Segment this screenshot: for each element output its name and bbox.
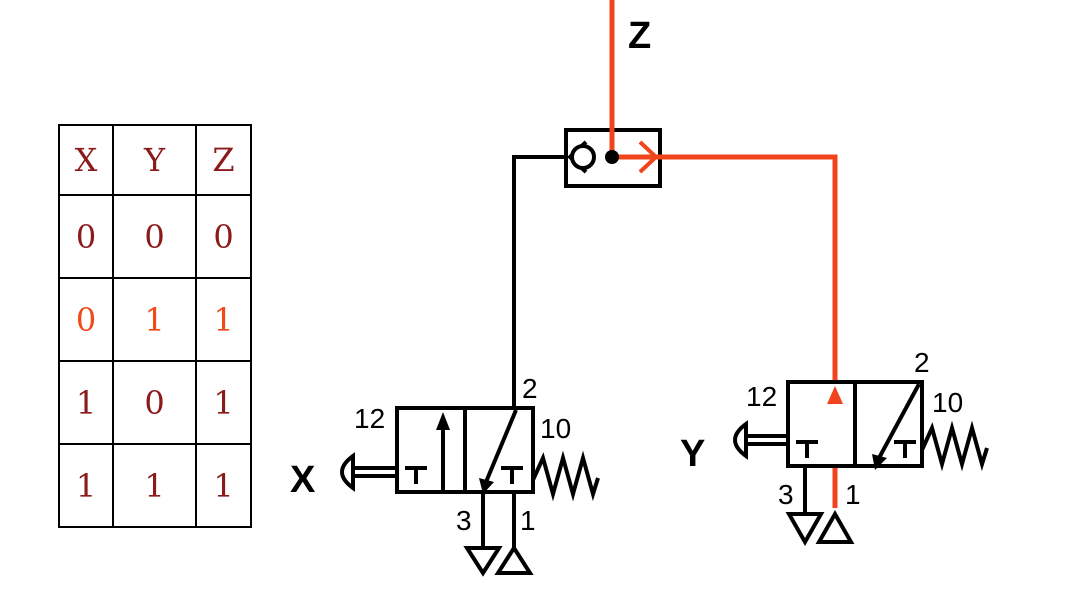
truth-table-header-row: X Y Z	[58, 124, 252, 196]
push-button-icon	[733, 420, 748, 460]
valve-y-port-12: 12	[746, 381, 777, 412]
truth-table-row: 0 1 1	[58, 277, 252, 362]
truth-table-header-x: X	[58, 124, 114, 196]
truth-table-cell: 0	[112, 194, 197, 279]
truth-table-cell: 0	[58, 194, 114, 279]
spring-icon	[531, 450, 600, 502]
pressure-source-icon	[815, 509, 855, 544]
truth-table-row: 0 0 0	[58, 194, 252, 279]
truth-table-cell: 0	[195, 194, 252, 279]
shuttle-valve-ball	[570, 144, 596, 170]
output-label-z: Z	[628, 15, 651, 57]
valve-x-blocked-port-right	[501, 466, 523, 484]
spring-icon	[920, 420, 989, 472]
truth-table-cell: 1	[58, 360, 114, 445]
valve-x-port-12: 12	[354, 403, 385, 434]
valve-y-blocked-port	[796, 440, 818, 458]
shuttle-junction-dot	[605, 150, 619, 164]
valve-y-input-label: Y	[680, 433, 705, 475]
truth-table: X Y Z 0 0 0 0 1 1 1 0 1 1 1 1	[58, 124, 252, 528]
valve-y-flow-arrow-up	[827, 386, 843, 404]
valve-y-flow-arrow-diag	[872, 454, 887, 470]
valve-x	[340, 406, 600, 577]
truth-table-cell: 0	[58, 277, 114, 362]
valve-y-port-10: 10	[932, 387, 963, 418]
valve-y-blocked-port-right	[894, 440, 916, 458]
truth-table-header-z: Z	[195, 124, 252, 196]
pipe-x-to-shuttle	[512, 155, 566, 410]
shuttle-valve-right-seat	[638, 140, 659, 174]
truth-table-row: 1 0 1	[58, 360, 252, 445]
pressure-source-icon	[494, 544, 534, 575]
valve-x-port-2: 2	[522, 373, 538, 404]
exhaust-icon	[785, 512, 825, 547]
truth-table-header-y: Y	[112, 124, 197, 196]
truth-table-row: 1 1 1	[58, 443, 252, 528]
truth-table-cell: 1	[195, 360, 252, 445]
valve-y-port-3: 3	[778, 479, 794, 510]
valve-x-port-3: 3	[456, 505, 472, 536]
valve-x-flow-arrow-diag	[479, 478, 494, 494]
truth-table-cell: 1	[112, 277, 197, 362]
truth-table-cell: 1	[195, 443, 252, 528]
truth-table-cell: 1	[58, 443, 114, 528]
truth-table-cell: 1	[195, 277, 252, 362]
valve-y-port-1: 1	[845, 479, 861, 510]
truth-table-cell: 1	[112, 443, 197, 528]
valve-x-port-10: 10	[540, 413, 571, 444]
valve-y-port-2: 2	[914, 347, 930, 378]
valve-y	[733, 380, 989, 547]
truth-table-cell: 0	[112, 360, 197, 445]
push-button-icon	[340, 452, 355, 492]
valve-x-blocked-port	[405, 466, 427, 484]
valve-x-input-label: X	[290, 459, 316, 501]
valve-x-flow-arrow-up	[436, 412, 450, 430]
exhaust-icon	[463, 546, 503, 577]
valve-x-port-1: 1	[520, 505, 536, 536]
